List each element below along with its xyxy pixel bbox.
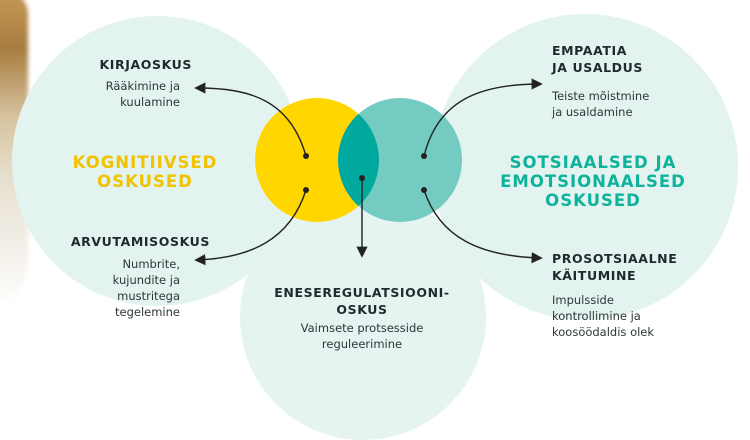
prosotsiaalne-desc-line1: Impulsside (552, 293, 614, 307)
arvutamisoskus-desc: Numbrite, kujundite ja mustritega tegele… (60, 256, 180, 320)
kirjaoskus-desc-line2: kuulamine (120, 95, 180, 109)
prosotsiaalne-desc: Impulsside kontrollimine ja koosöödaldis… (552, 292, 712, 340)
arrow-to-empaatia (423, 78, 543, 157)
prosotsiaalne-title-line2: KÄITUMINE (552, 268, 637, 283)
arrow-to-prosotsiaalne (423, 189, 543, 264)
arvutamisoskus-desc-line3: mustritega (117, 289, 180, 303)
empaatia-desc: Teiste mõistmine ja usaldamine (552, 88, 702, 120)
arvutamisoskus-desc-line2: kujundite ja (112, 273, 180, 287)
social-heading-line1: SOTSIAALSED JA (509, 153, 677, 172)
social-heading: SOTSIAALSED JA EMOTSIONAALSED OSKUSED (488, 153, 698, 210)
prosotsiaalne-desc-line2: kontrollimine ja (552, 309, 641, 323)
arrow-to-arvutamisoskus (194, 189, 307, 266)
eneseregulatsioon-title-line2: OSKUS (336, 302, 388, 317)
venn-and-arrows (194, 78, 543, 266)
kirjaoskus-desc-line1: Rääkimine ja (105, 79, 180, 93)
prosotsiaalne-title-line1: PROSOTSIAALNE (552, 251, 678, 266)
empaatia-desc-line1: Teiste mõistmine (552, 89, 650, 103)
empaatia-desc-line2: ja usaldamine (552, 105, 633, 119)
empaatia-title-line1: EMPAATIA (552, 43, 628, 58)
kirjaoskus-title: KIRJAOSKUS (99, 57, 192, 72)
arvutamisoskus-desc-line1: Numbrite, (122, 257, 180, 271)
social-area-circle (432, 14, 738, 320)
eneseregulatsioon-desc-line2: reguleerimine (321, 337, 403, 351)
arrow-to-kirjaoskus (194, 82, 307, 157)
cognitive-heading-line2: OSKUSED (97, 172, 193, 191)
empaatia-title-line2: JA USALDUS (552, 60, 643, 75)
prosotsiaalne-title: PROSOTSIAALNE KÄITUMINE (552, 250, 712, 284)
overlap-venn-region (338, 98, 379, 222)
empaatia-title: EMPAATIA JA USALDUS (552, 42, 702, 76)
cognitive-heading-line1: KOGNITIIVSED (72, 153, 218, 172)
eneseregulatsioon-title: ENESEREGULATSIOONI- OSKUS (262, 284, 462, 318)
cognitive-area-circle (12, 16, 302, 306)
social-heading-line2: EMOTSIONAALSED (500, 172, 686, 191)
eneseregulatsioon-title-line1: ENESEREGULATSIOONI- (274, 285, 450, 300)
kirjaoskus-desc: Rääkimine ja kuulamine (62, 78, 180, 110)
cognitive-heading: KOGNITIIVSED OSKUSED (50, 153, 240, 191)
arvutamisoskus-title: ARVUTAMISOSKUS (70, 234, 210, 249)
eneseregulatsioon-desc-line1: Vaimsete protsesside (300, 321, 424, 335)
prosotsiaalne-desc-line3: koosöödaldis olek (552, 325, 655, 339)
eneseregulatsioon-desc: Vaimsete protsesside reguleerimine (262, 320, 462, 352)
arvutamisoskus-desc-line4: tegelemine (115, 305, 180, 319)
social-heading-line3: OSKUSED (545, 191, 641, 210)
